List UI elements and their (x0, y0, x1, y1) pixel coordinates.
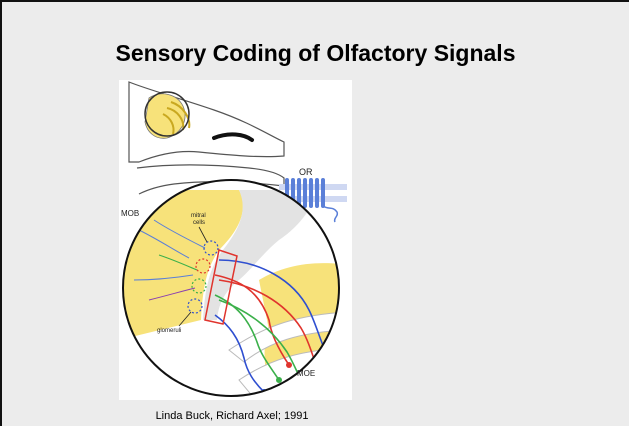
mob-label: MOB (121, 209, 139, 218)
mitral-cells-label-1: mitral (191, 213, 206, 219)
magnified-circle: MOB mitral cells glomeruli MOE (119, 180, 349, 400)
moe-label: MOE (297, 369, 315, 378)
figure-caption: Linda Buck, Richard Axel; 1991 (102, 410, 362, 422)
olfactory-diagram-svg: OR (119, 80, 352, 400)
slide-title: Sensory Coding of Olfactory Signals (2, 40, 629, 67)
olfactory-diagram: OR (119, 80, 352, 400)
or-label: OR (299, 167, 313, 177)
glomeruli-label: glomeruli (157, 328, 181, 334)
head-outline (129, 82, 284, 194)
mitral-cells-label-2: cells (193, 220, 205, 226)
